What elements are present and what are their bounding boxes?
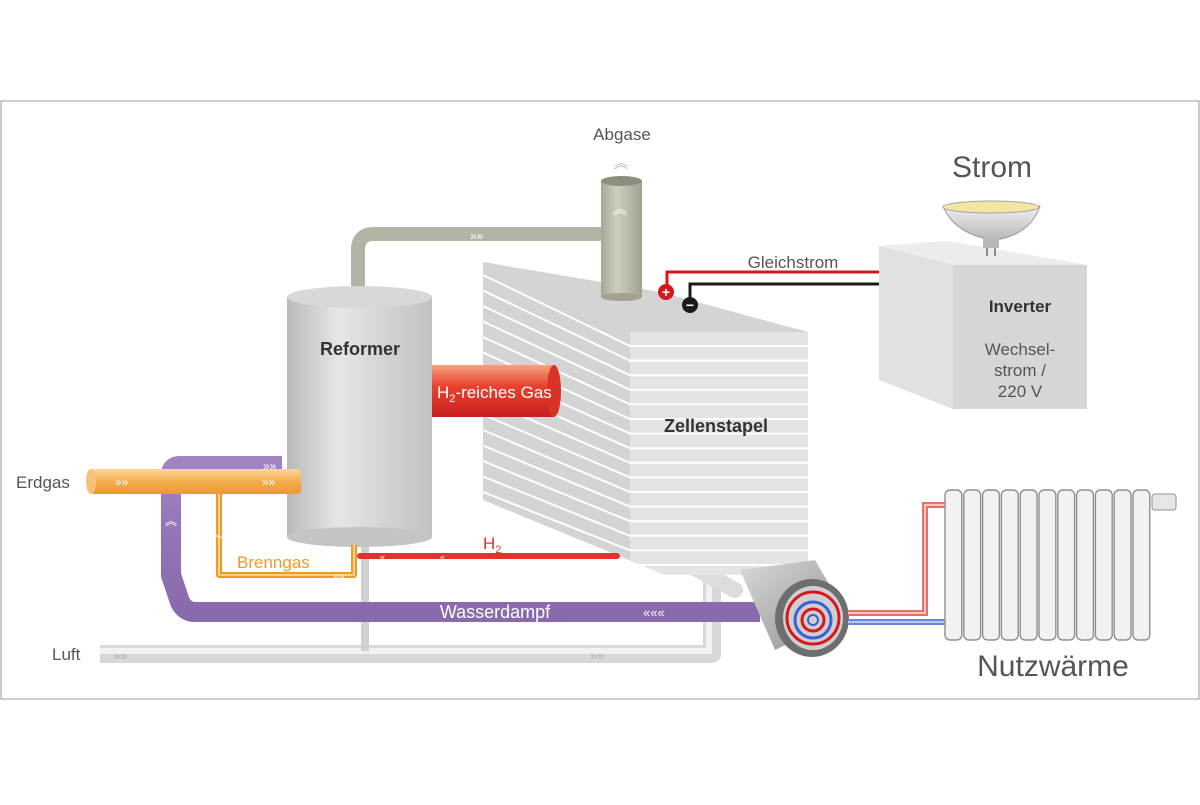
air-flow-arrow-icon: »»: [113, 648, 127, 663]
stack-plate-line: [482, 320, 808, 391]
negative-terminal-icon: [682, 297, 698, 313]
radiator-fin: [1113, 489, 1132, 641]
steam-pipe: ««« »» ︽: [161, 456, 760, 622]
radiator-fin: [944, 489, 963, 641]
air-flow-arrow-icon-2: »»: [590, 648, 604, 663]
radiator-fin: [1019, 489, 1038, 641]
dc-wires: + −: [658, 270, 935, 313]
luft-label: Luft: [52, 645, 81, 664]
stack-plate-line: [482, 274, 808, 347]
stack-plate-line: [482, 429, 808, 493]
chimney-up-arrow-icon: ︽: [613, 201, 627, 217]
heat-exchanger: [740, 560, 849, 657]
radiator-fin: [963, 489, 982, 641]
h2-reiches-gas-label: H2-reiches Gas: [437, 383, 552, 405]
steam-up-arrow-icon: ︽: [165, 514, 177, 528]
stack-plate-line: [482, 305, 808, 377]
radiator-fin: [1094, 489, 1113, 641]
stack-plate-line: [482, 460, 808, 523]
abgase-label: Abgase: [593, 125, 651, 144]
wasserdampf-label: Wasserdampf: [440, 602, 551, 622]
heating-pipes: [848, 502, 948, 625]
inverter-label: Inverter: [989, 297, 1052, 316]
wechselstrom-label-line3: 220 V: [998, 382, 1043, 401]
wechselstrom-label-line2: strom /: [994, 361, 1046, 380]
exhaust-flow-arrow-icon: »»: [470, 229, 484, 243]
nutzwaerme-label: Nutzwärme: [977, 650, 1129, 683]
steam-flow-arrow-icon: «««: [643, 605, 665, 620]
stack-plate-line: [482, 413, 808, 479]
gas-flow-arrow-icon: »»: [115, 475, 129, 489]
stack-plate-line: [482, 336, 808, 406]
fuel-gas-pipe: ︾ »»: [215, 494, 357, 582]
radiator-valve-icon: [1151, 493, 1177, 511]
hydrogen-flow-arrow-icon: «: [440, 552, 445, 562]
stack-plate-line: [482, 475, 808, 537]
strom-label: Strom: [952, 151, 1032, 184]
hydrogen-line: « «: [357, 552, 620, 562]
radiator: [944, 489, 1177, 641]
stack-plate-line: [482, 491, 808, 552]
chimney: ︽: [601, 176, 642, 301]
reformer-cylinder: [287, 286, 432, 547]
fuel-flow-arrow-icon: »»: [333, 571, 345, 582]
radiator-fin: [1057, 489, 1076, 641]
lamp-icon: [942, 200, 1041, 256]
radiator-fin: [1132, 489, 1151, 641]
exhaust-up-arrow-icon: ︽: [614, 155, 628, 171]
brenngas-label: Brenngas: [237, 553, 310, 572]
stack-plate-line: [482, 444, 808, 508]
radiator-fin: [981, 489, 1001, 641]
stack-plate-line: [482, 506, 808, 566]
plus-sign: +: [662, 284, 670, 300]
radiator-fin: [1075, 489, 1095, 641]
h2-label: H2: [483, 534, 501, 556]
stack-plate-line: [482, 289, 808, 362]
wechselstrom-label-line1: Wechsel-: [985, 340, 1056, 359]
gas-flow-arrow-icon-2: »»: [262, 475, 276, 489]
hydrogen-rich-gas-connector: [432, 365, 561, 417]
erdgas-label: Erdgas: [16, 473, 70, 492]
zellenstapel-label: Zellenstapel: [664, 416, 768, 436]
inverter-box: [879, 241, 1087, 409]
cell-stack: [482, 262, 808, 575]
reformer-label: Reformer: [320, 339, 400, 359]
positive-terminal-icon: [658, 284, 674, 300]
hydrogen-flow-arrow-icon-2: «: [380, 552, 385, 562]
minus-sign: −: [686, 297, 694, 313]
gleichstrom-label: Gleichstrom: [748, 253, 839, 272]
fuel-down-arrow-icon: ︾: [215, 534, 225, 546]
radiator-fin: [1038, 489, 1057, 641]
stack-plate-line: [482, 398, 808, 464]
radiator-fin: [1000, 489, 1019, 641]
exhaust-pipe: »»: [351, 227, 612, 295]
natural-gas-pipe: »» »»: [86, 469, 301, 494]
